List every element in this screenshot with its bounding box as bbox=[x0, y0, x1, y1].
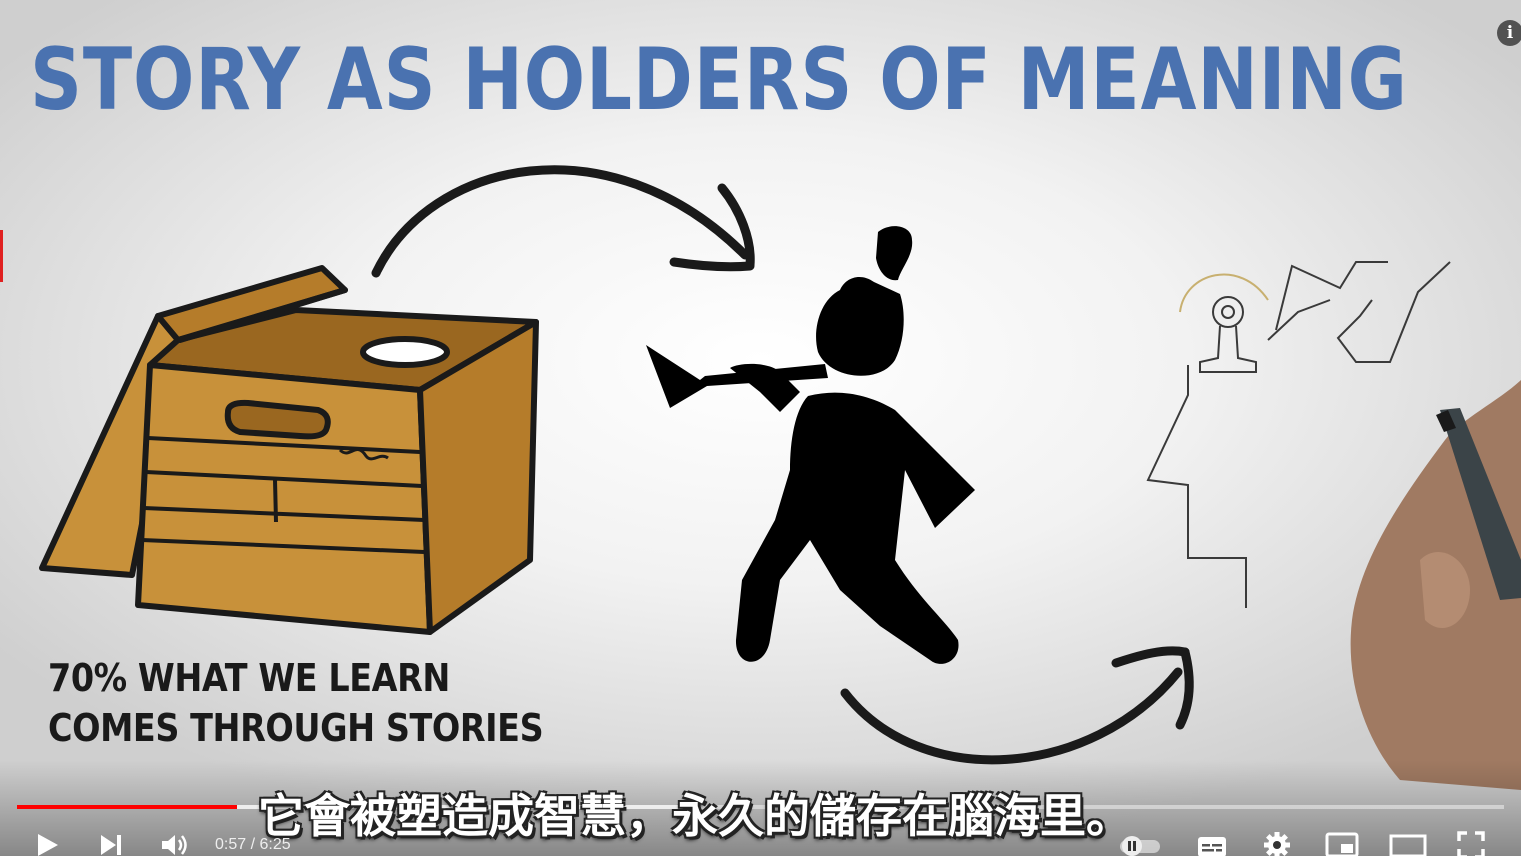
progress-played bbox=[17, 805, 238, 809]
volume-icon bbox=[162, 835, 187, 855]
video-frame-title: STORY AS HOLDERS OF MEANING bbox=[30, 30, 1408, 130]
fullscreen-button[interactable] bbox=[1456, 830, 1486, 856]
frame-edge-marker bbox=[0, 230, 3, 282]
progress-bar[interactable] bbox=[17, 805, 1504, 809]
miniplayer-icon bbox=[1325, 832, 1359, 856]
caption-line-2: COMES THROUGH STORIES bbox=[48, 706, 544, 750]
progress-buffered bbox=[17, 805, 702, 809]
theater-mode-button[interactable] bbox=[1388, 830, 1428, 856]
autoplay-toggle[interactable] bbox=[1118, 836, 1166, 856]
autoplay-toggle-icon bbox=[1120, 836, 1160, 856]
play-icon bbox=[38, 834, 58, 856]
duration: 6:25 bbox=[259, 836, 291, 853]
time-separator: / bbox=[246, 836, 260, 853]
next-button[interactable] bbox=[98, 832, 124, 856]
next-icon bbox=[101, 835, 121, 855]
subtitle-caption: 它會被塑造成智慧，永久的儲存在腦海里。 bbox=[258, 789, 1132, 843]
settings-button[interactable] bbox=[1262, 830, 1292, 856]
miniplayer-button[interactable] bbox=[1324, 830, 1360, 856]
head-keyhole-sketch-icon bbox=[1146, 261, 1451, 608]
info-icon[interactable]: i bbox=[1497, 20, 1521, 46]
caption-line-1: 70% WHAT WE LEARN bbox=[48, 656, 450, 700]
theater-mode-icon bbox=[1389, 834, 1427, 856]
time-display: 0:57 / 6:25 bbox=[215, 836, 291, 854]
arrow-top-icon bbox=[371, 165, 755, 278]
fullscreen-icon bbox=[1457, 831, 1485, 856]
current-time: 0:57 bbox=[215, 836, 247, 853]
volume-button[interactable] bbox=[160, 832, 190, 856]
arrow-bottom-icon bbox=[840, 646, 1194, 765]
trumpeter-figure-icon bbox=[646, 226, 975, 664]
settings-icon bbox=[1264, 832, 1290, 856]
subtitles-icon bbox=[1198, 837, 1226, 856]
drawing-hand-icon bbox=[1350, 380, 1521, 790]
play-button[interactable] bbox=[34, 832, 60, 856]
cardboard-box-icon bbox=[39, 265, 539, 635]
subtitles-button[interactable] bbox=[1196, 834, 1228, 856]
